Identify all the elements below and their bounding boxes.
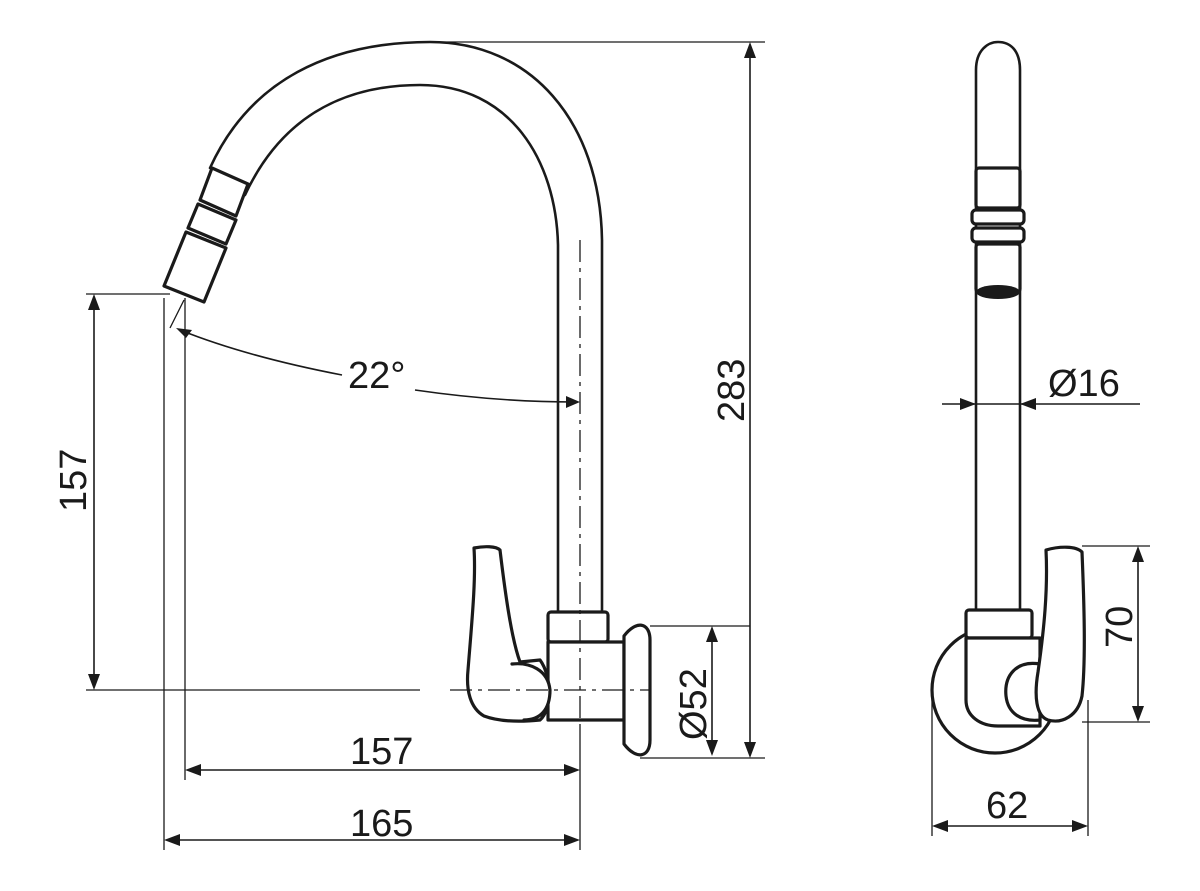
side-nozzle-aerator [974, 242, 1022, 294]
overall-reach-arrow-right [564, 834, 580, 846]
angle-arrow-right [566, 396, 580, 408]
outlet-height-arrow-bottom [88, 674, 100, 690]
angle-arc [179, 329, 343, 376]
total-height-label: 283 [711, 359, 753, 422]
angle-label: 22° [348, 355, 405, 397]
spout-dia-arrow-right [1020, 398, 1036, 410]
flange-dia-arrow-bottom [706, 740, 718, 756]
reach-arrow-left [185, 764, 201, 776]
angle-arc-right [414, 389, 576, 403]
total-height-arrow-top [744, 42, 756, 58]
valve-body [546, 640, 626, 722]
spout-inner-arc [243, 83, 560, 614]
base-width-arrow-right [1072, 820, 1088, 832]
nozzle-ring-upper [198, 166, 250, 218]
side-body-knob [1004, 661, 1042, 722]
side-aerator-thread [976, 285, 1020, 299]
base-width-arrow-left [932, 820, 948, 832]
angle-arrow-left [176, 328, 192, 338]
nozzle-assembly [162, 166, 250, 304]
handle-cap [510, 662, 552, 722]
flange-dia-arrow-top [706, 626, 718, 642]
front-view: 22° 157 283 Ø52 157 165 [53, 40, 765, 850]
nozzle-ring-middle [186, 202, 238, 246]
wall-flange [622, 623, 652, 757]
nozzle-aerator [162, 230, 228, 304]
spout-collar [546, 610, 610, 644]
reach-label: 157 [350, 731, 413, 773]
handle-height-arrow-bottom [1132, 706, 1144, 722]
side-spout-tube [974, 40, 1022, 614]
flange-dia-label: Ø52 [673, 668, 715, 740]
base-width-label: 62 [986, 785, 1028, 827]
nozzle-axis-extension [169, 299, 185, 329]
total-height-arrow-bottom [744, 742, 756, 758]
spout-dia-arrow-left [960, 398, 976, 410]
side-collar [964, 608, 1034, 640]
outlet-height-arrow-top [88, 294, 100, 310]
side-nozzle-ring-3 [970, 226, 1026, 244]
side-handle-lever [1034, 545, 1086, 723]
side-nozzle-ring-1 [974, 166, 1022, 210]
side-nozzle-ring-2 [970, 208, 1026, 226]
handle-height-arrow-top [1132, 546, 1144, 562]
overall-reach-label: 165 [350, 803, 413, 845]
outlet-height-label: 157 [53, 449, 95, 512]
overall-reach-arrow-left [164, 834, 180, 846]
spout-dia-label: Ø16 [1048, 363, 1120, 405]
handle-height-label: 70 [1099, 606, 1141, 648]
spout-outer-arc [208, 40, 604, 614]
reach-arrow-right [564, 764, 580, 776]
side-view: Ø16 70 62 [930, 40, 1150, 836]
